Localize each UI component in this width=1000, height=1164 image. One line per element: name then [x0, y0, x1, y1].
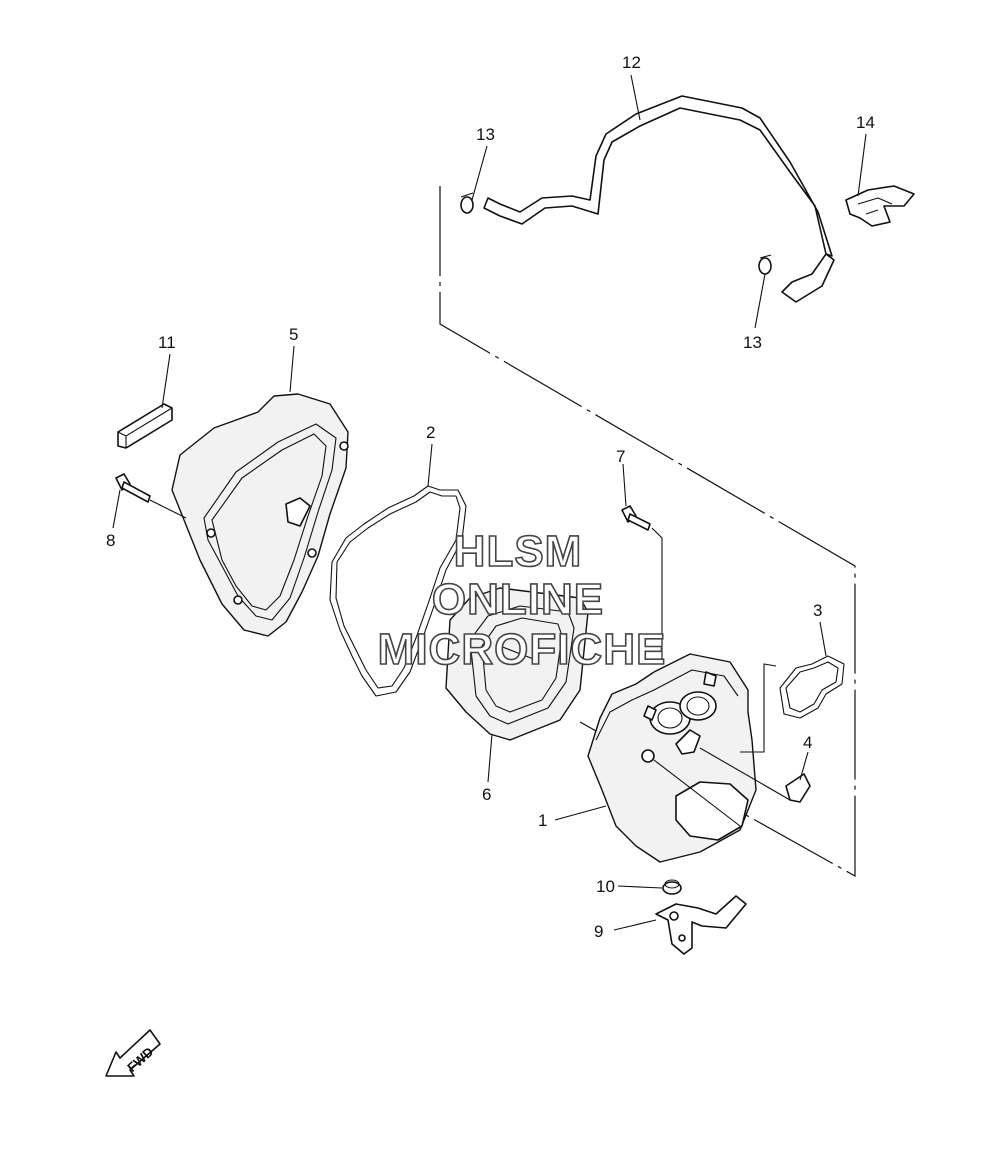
- screw-part-8: [115, 473, 187, 519]
- clip-part-4: [785, 773, 811, 803]
- case-part-1: [587, 653, 791, 863]
- fwd-arrow-icon: FWD: [105, 1029, 161, 1077]
- seal-part-3: [740, 655, 845, 753]
- filter-part-6: [445, 587, 589, 741]
- watermark-line-1: HLSM: [454, 527, 583, 576]
- watermark: HLSM ONLINE MICROFICHE: [377, 526, 667, 675]
- clamp-part-13-lower: [758, 254, 772, 275]
- callout-numbers: 11 5 2 12 13 13 14 8 7 3 4 6 1 10 9: [106, 53, 875, 941]
- callout-7: 7: [616, 447, 625, 466]
- callout-1: 1: [538, 811, 547, 830]
- holder-part-14: [845, 185, 915, 227]
- callout-12: 12: [622, 53, 641, 72]
- screw-part-7: [621, 505, 663, 660]
- callout-10: 10: [596, 877, 615, 896]
- bracket-part-9: [655, 895, 747, 955]
- callout-13-lower: 13: [743, 333, 762, 352]
- callout-11: 11: [158, 333, 176, 352]
- cover-part-5: [171, 393, 349, 637]
- leader-lines: [112, 74, 867, 931]
- callout-6: 6: [482, 785, 491, 804]
- watermark-line-3: MICROFICHE: [378, 625, 667, 674]
- pad-part-11: [117, 403, 173, 449]
- callout-5: 5: [289, 325, 298, 344]
- grommet-part-10: [662, 879, 682, 895]
- clamp-part-13-upper: [460, 192, 474, 214]
- callout-3: 3: [813, 601, 822, 620]
- callout-13-upper: 13: [476, 125, 495, 144]
- assembly-outline: [439, 186, 856, 878]
- gasket-part-2: [329, 485, 467, 697]
- hose-part-12: [483, 95, 835, 303]
- watermark-line-2: ONLINE: [432, 575, 604, 624]
- callout-14: 14: [856, 113, 875, 132]
- callout-4: 4: [803, 733, 812, 752]
- callout-9: 9: [594, 922, 603, 941]
- callout-8: 8: [106, 531, 115, 550]
- callout-2: 2: [426, 423, 435, 442]
